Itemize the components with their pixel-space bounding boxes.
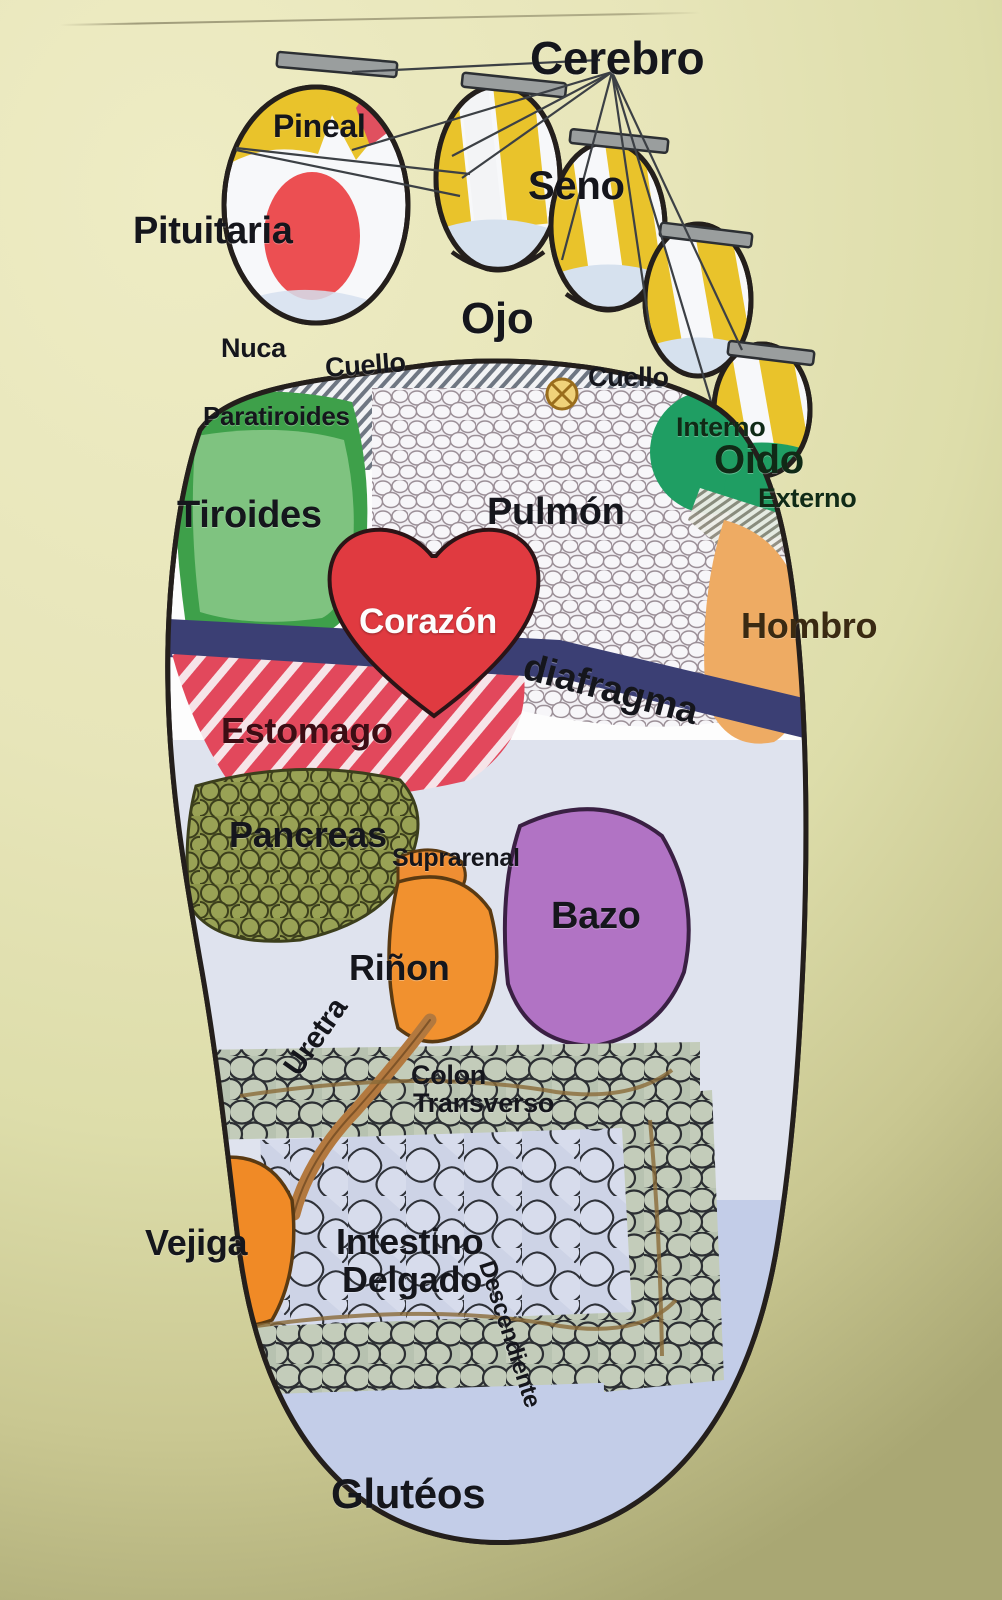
foot-sole (165, 358, 809, 1545)
intestino-delgado-region (260, 1128, 632, 1326)
bazo-region (502, 807, 691, 1049)
label-intestino-line2: Delgado (342, 1259, 482, 1300)
tiroides-region (192, 429, 354, 622)
label-tiroides: Tiroides (177, 494, 322, 536)
corazon-region (327, 527, 541, 719)
rinon-region (387, 875, 499, 1044)
label-nuca: Nuca (221, 333, 286, 363)
label-oido: Oido (714, 438, 804, 482)
label-pineal: Pineal (273, 108, 366, 144)
label-cerebro: Cerebro (530, 32, 705, 84)
toenail-bar-2 (460, 71, 568, 99)
label-bazo: Bazo (551, 895, 641, 937)
label-vejiga: Vejiga (145, 1222, 248, 1263)
label-estomago: Estomago (221, 710, 393, 751)
toenail-bar-5 (726, 339, 816, 367)
label-pancreas: Pancreas (229, 814, 387, 855)
label-suprarenal: Suprarenal (392, 844, 520, 872)
cerebro-pointer-lines (235, 58, 743, 419)
label-cuello-right: Cuello (588, 362, 669, 392)
label-ojo: Ojo (461, 294, 534, 343)
label-colon-transverso-line2: Transverso (413, 1088, 555, 1118)
label-corazon: Corazón (359, 602, 497, 641)
label-pulmon: Pulmón (487, 491, 625, 533)
label-rinon: Riñon (349, 947, 450, 988)
cuello-point-marker (545, 377, 579, 411)
toenail-bar-1 (275, 50, 399, 79)
toe-1-hallux (221, 50, 411, 326)
label-oido-interno: Interno (676, 412, 766, 442)
label-intestino-line1: Intestino (336, 1221, 484, 1262)
label-hombro: Hombro (741, 605, 878, 646)
label-colon-transverso-line1: Colon (411, 1060, 486, 1090)
label-pituitaria: Pituitaria (133, 210, 293, 252)
label-gluteos: Glutéos (331, 1470, 486, 1517)
label-cuello-left: Cuello (324, 347, 407, 383)
label-seno: Seno (528, 164, 625, 208)
colon-transverso-region (196, 1042, 700, 1140)
label-oido-externo: Externo (758, 483, 857, 513)
label-paratiroides: Paratiroides (203, 401, 350, 431)
diafragma-band (167, 618, 806, 740)
